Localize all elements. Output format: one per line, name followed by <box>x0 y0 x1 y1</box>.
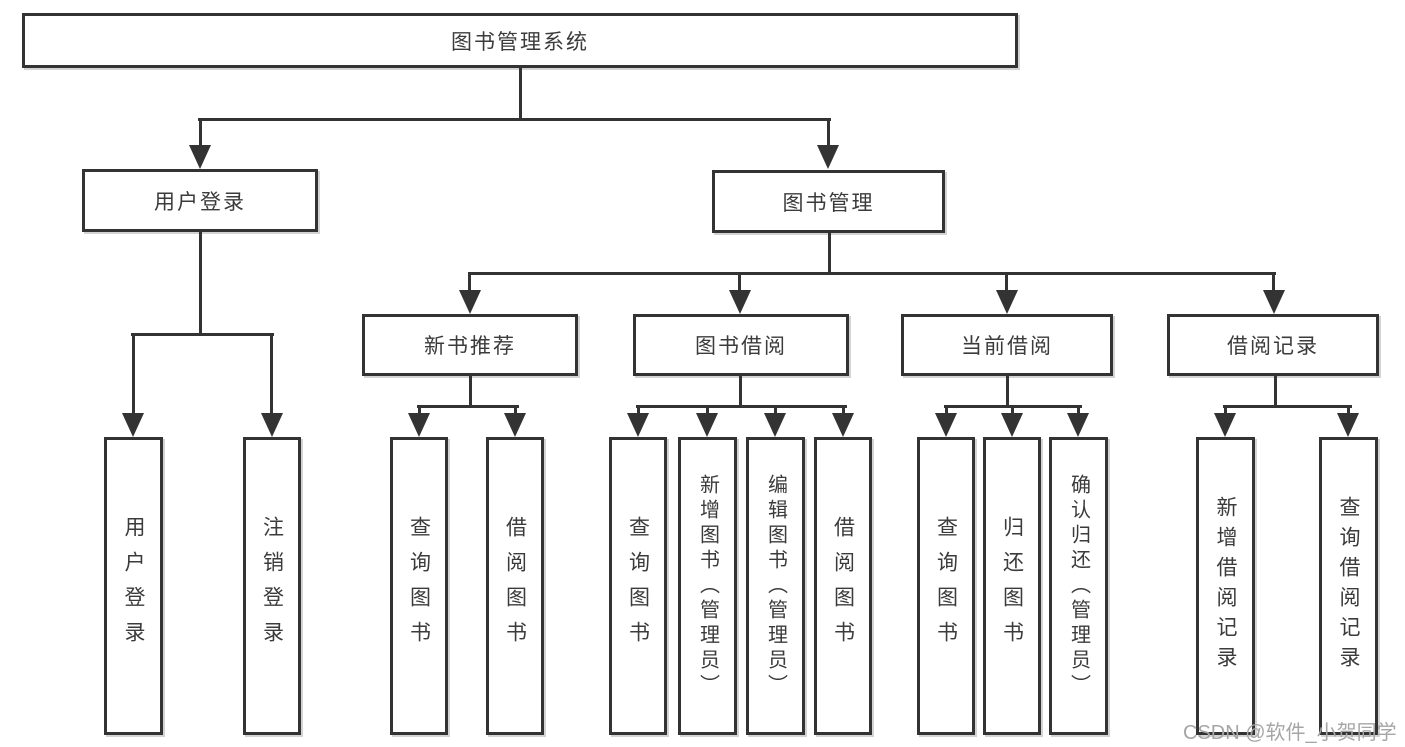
node-book-borrowing: 图书借阅 <box>633 314 849 376</box>
connector-line <box>842 405 845 417</box>
leaf-newbooks-query-books: 查询图书 <box>390 437 448 735</box>
leaf-edit-books-admin: 编辑图书（管理员） <box>746 437 805 735</box>
leaf-user-login: 用户登录 <box>104 437 163 735</box>
arrow-down-icon <box>122 413 144 437</box>
connector-line <box>738 272 741 294</box>
connector-line <box>1274 376 1277 408</box>
connector-line <box>706 405 709 417</box>
arrow-down-icon <box>729 290 751 314</box>
connector-line <box>827 118 830 148</box>
leaf-label: 借阅图书 <box>831 516 855 656</box>
node-label: 当前借阅 <box>961 335 1053 358</box>
connector-line <box>828 233 831 275</box>
leaf-label: 查询图书 <box>934 516 958 656</box>
arrow-down-icon <box>996 290 1018 314</box>
connector-line <box>1005 272 1008 294</box>
arrow-down-icon <box>817 145 839 169</box>
connector-line <box>418 405 421 417</box>
connector-line <box>132 333 135 415</box>
leaf-logout: 注销登录 <box>243 437 301 735</box>
leaf-borrowing-borrow-books: 借阅图书 <box>814 437 872 735</box>
node-label: 图书管理 <box>782 191 875 215</box>
arrow-down-icon <box>1337 413 1359 437</box>
arrow-down-icon <box>1214 413 1236 437</box>
node-borrowing-records: 借阅记录 <box>1167 314 1379 376</box>
connector-line <box>417 405 519 408</box>
arrow-down-icon <box>1001 413 1023 437</box>
leaf-label: 确认归还（管理员） <box>1067 473 1090 699</box>
connector-line <box>519 68 522 118</box>
arrow-down-icon <box>832 413 854 437</box>
arrow-down-icon <box>627 413 649 437</box>
leaf-label: 查询借阅记录 <box>1337 496 1360 676</box>
node-label: 新书推荐 <box>424 335 516 358</box>
connector-line <box>270 333 273 415</box>
connector-line <box>514 405 517 417</box>
arrow-down-icon <box>459 290 481 314</box>
leaf-query-borrow-record: 查询借阅记录 <box>1319 437 1378 735</box>
leaf-return-books: 归还图书 <box>983 437 1041 735</box>
leaf-label: 用户登录 <box>122 516 145 656</box>
arrow-down-icon <box>764 413 786 437</box>
arrow-down-icon <box>189 145 211 169</box>
leaf-label: 新增图书（管理员） <box>696 473 719 699</box>
node-book-management: 图书管理 <box>712 170 945 233</box>
leaf-confirm-return-admin: 确认归还（管理员） <box>1049 437 1108 735</box>
leaf-label: 编辑图书（管理员） <box>764 473 787 699</box>
connector-line <box>198 118 831 121</box>
arrow-down-icon <box>1263 290 1285 314</box>
node-label: 图书借阅 <box>695 335 787 358</box>
connector-line <box>199 232 202 335</box>
arrow-down-icon <box>261 413 283 437</box>
node-label: 用户登录 <box>154 190 246 214</box>
connector-line <box>636 405 847 408</box>
connector-line <box>131 333 274 336</box>
node-current-borrowing: 当前借阅 <box>901 314 1113 376</box>
node-user-login: 用户登录 <box>82 169 318 232</box>
leaf-label: 注销登录 <box>260 516 284 656</box>
leaf-label: 查询图书 <box>626 516 650 656</box>
connector-line <box>468 272 471 294</box>
leaf-borrowing-query-books: 查询图书 <box>609 437 667 735</box>
connector-line <box>199 118 202 148</box>
csdn-watermark: CSDN @软件_小贺同学 <box>1183 722 1397 744</box>
connector-line <box>739 376 742 408</box>
leaf-label: 借阅图书 <box>503 516 527 656</box>
arrow-down-icon <box>408 413 430 437</box>
node-library-management-system: 图书管理系统 <box>22 13 1018 68</box>
leaf-current-query-books: 查询图书 <box>917 437 975 735</box>
connector-line <box>1347 405 1350 417</box>
connector-line <box>468 272 1276 275</box>
connector-line <box>1223 405 1352 408</box>
leaf-label: 归还图书 <box>1000 516 1024 656</box>
leaf-add-borrow-record: 新增借阅记录 <box>1196 437 1255 735</box>
node-label: 图书管理系统 <box>451 30 589 54</box>
node-label: 借阅记录 <box>1227 335 1319 358</box>
arrow-down-icon <box>504 413 526 437</box>
leaf-label: 新增借阅记录 <box>1214 496 1237 676</box>
connector-line <box>469 376 472 408</box>
connector-line <box>774 405 777 417</box>
leaf-label: 查询图书 <box>407 516 431 656</box>
connector-line <box>637 405 640 417</box>
node-new-book-recommend: 新书推荐 <box>362 314 578 376</box>
arrow-down-icon <box>1067 413 1089 437</box>
leaf-add-books-admin: 新增图书（管理员） <box>678 437 737 735</box>
arrow-down-icon <box>696 413 718 437</box>
connector-line <box>1006 376 1009 408</box>
connector-line <box>1011 405 1014 417</box>
connector-line <box>1224 405 1227 417</box>
connector-line <box>1272 272 1275 294</box>
connector-line <box>945 405 948 417</box>
connector-line <box>1077 405 1080 417</box>
leaf-newbooks-borrow-books: 借阅图书 <box>486 437 544 735</box>
arrow-down-icon <box>935 413 957 437</box>
